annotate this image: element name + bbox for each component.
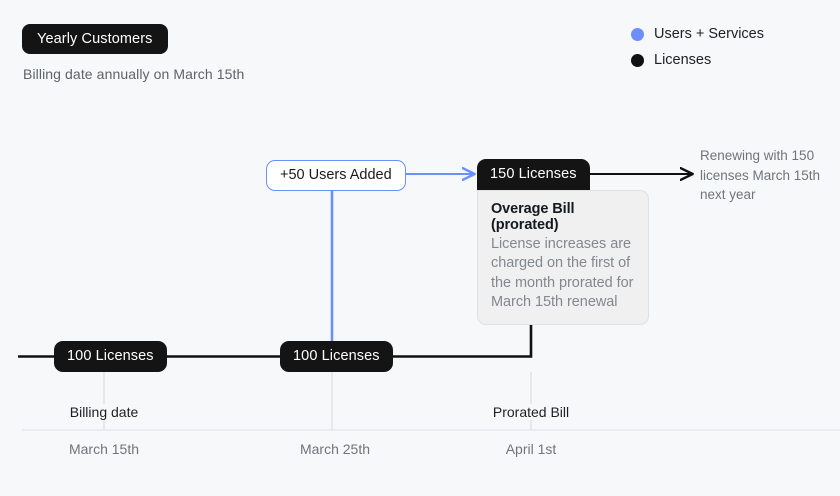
page-title-badge: Yearly Customers (22, 24, 168, 54)
node-100-licenses-mid: 100 Licenses (280, 341, 393, 372)
legend-item-users-services: Users + Services (631, 26, 764, 42)
node-users-added: +50 Users Added (266, 160, 406, 191)
legend-label-users-services: Users + Services (654, 26, 764, 42)
legend-item-licenses: Licenses (631, 52, 764, 68)
tooltip-body: License increases are charged on the fir… (491, 236, 634, 310)
renewal-annotation: Renewing with 150 licenses March 15th ne… (700, 148, 821, 203)
circle-icon (631, 27, 644, 41)
overage-bill-tooltip: Overage Bill (prorated) License increase… (477, 190, 649, 326)
event-label-billing-date: Billing date (63, 404, 145, 420)
circle-icon (631, 53, 644, 67)
legend: Users + Services Licenses (631, 26, 764, 68)
legend-label-licenses: Licenses (654, 52, 712, 68)
node-150-licenses: 150 Licenses (477, 159, 590, 190)
date-label-march-25: March 25th (299, 441, 371, 457)
page-subtitle: Billing date annually on March 15th (23, 66, 245, 82)
date-label-march-15: March 15th (68, 441, 140, 457)
tooltip-title: Overage Bill (prorated) (491, 201, 575, 233)
date-label-april-1: April 1st (505, 441, 557, 457)
event-label-prorated-bill: Prorated Bill (486, 404, 576, 420)
node-100-licenses-start: 100 Licenses (54, 341, 167, 372)
